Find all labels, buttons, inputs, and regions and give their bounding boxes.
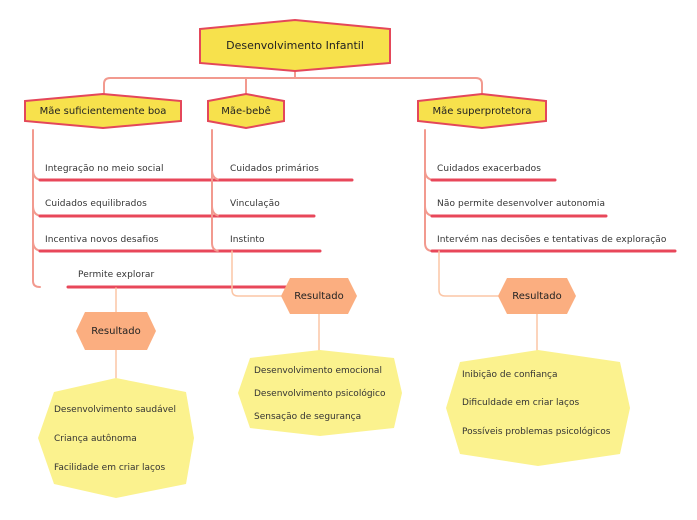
topic-cuidados-exacerbados[interactable]: Cuidados exacerbados: [437, 164, 542, 174]
topic-incentiva-desafios[interactable]: Incentiva novos desafios: [45, 235, 159, 245]
topic-nao-permite-autonomia[interactable]: Não permite desenvolver autonomia: [437, 199, 606, 209]
result-item: Desenvolvimento emocional: [254, 366, 382, 376]
topic-integracao[interactable]: Integração no meio social: [45, 164, 164, 174]
branch-spine: [211, 129, 221, 252]
branch-label: Mãe-bebê: [221, 105, 271, 117]
result-cloud-good[interactable]: Desenvolvimento saudável Criança autônom…: [38, 378, 194, 498]
topic-vinculacao[interactable]: Vinculação: [230, 199, 280, 209]
result-shape: [281, 278, 357, 314]
topic-instinto[interactable]: Instinto: [230, 235, 265, 245]
topic-permite-explorar[interactable]: Permite explorar: [78, 270, 155, 280]
result-node-good[interactable]: Resultado: [76, 312, 156, 350]
result-cloud-over[interactable]: Inibição de confiança Dificuldade em cri…: [446, 350, 630, 466]
result-connector: [231, 250, 282, 297]
result-shape: [498, 278, 576, 314]
branch-mae-bebe[interactable]: Mãe-bebê: [204, 92, 288, 130]
result-connector: [438, 250, 499, 297]
topic-intervem-decisoes[interactable]: Intervém nas decisões e tentativas de ex…: [437, 235, 667, 245]
branch-mae-superprotetora[interactable]: Mãe superprotetora: [414, 92, 550, 130]
result-item: Desenvolvimento psicológico: [254, 389, 386, 399]
result-item: Facilidade em criar laços: [54, 463, 166, 473]
result-node-over[interactable]: Resultado: [498, 278, 576, 314]
result-item: Dificuldade em criar laços: [462, 398, 580, 408]
cloud-shape: [38, 378, 194, 498]
result-item: Sensação de segurança: [254, 412, 362, 422]
branch-shape: [207, 92, 285, 130]
result-label: Resultado: [91, 325, 141, 337]
result-label: Resultado: [512, 290, 562, 302]
root-shape: [199, 18, 391, 73]
branch-shape: [24, 92, 182, 130]
topic-cuidados-equilibrados[interactable]: Cuidados equilibrados: [45, 199, 147, 209]
result-item: Possíveis problemas psicológicos: [462, 427, 611, 437]
root-topic[interactable]: Desenvolvimento Infantil: [192, 17, 398, 73]
result-label: Resultado: [294, 290, 344, 302]
branch-label: Mãe superprotetora: [432, 105, 532, 117]
branch-spine: [424, 129, 434, 252]
cloud-shape: [238, 350, 402, 436]
root-label: Desenvolvimento Infantil: [226, 38, 364, 52]
branch-label: Mãe suficientemente boa: [39, 105, 167, 117]
cloud-shape: [446, 350, 630, 466]
branch-connector: [103, 77, 483, 95]
branch-shape: [417, 92, 547, 130]
branch-mae-suficientemente-boa[interactable]: Mãe suficientemente boa: [21, 92, 185, 130]
result-item: Desenvolvimento saudável: [54, 405, 176, 415]
branch-spine: [32, 129, 41, 288]
result-node-baby[interactable]: Resultado: [281, 278, 357, 314]
result-shape: [76, 312, 156, 350]
result-item: Criança autônoma: [54, 434, 137, 444]
result-item: Inibição de confiança: [462, 370, 558, 380]
result-cloud-baby[interactable]: Desenvolvimento emocional Desenvolviment…: [238, 350, 402, 436]
topic-cuidados-primarios[interactable]: Cuidados primários: [230, 164, 319, 174]
